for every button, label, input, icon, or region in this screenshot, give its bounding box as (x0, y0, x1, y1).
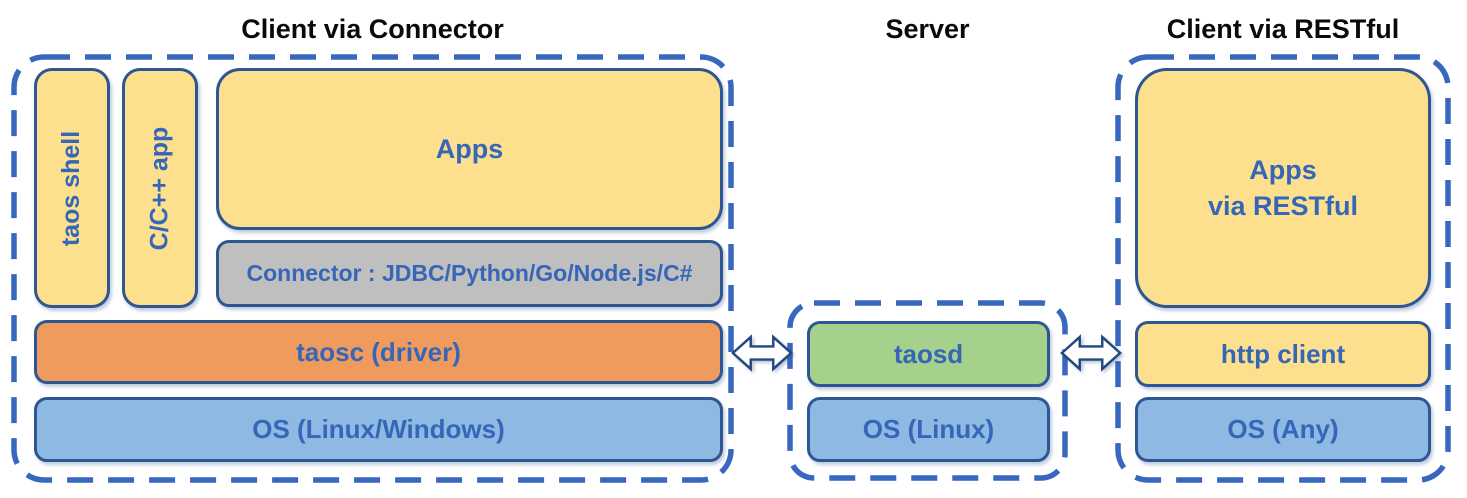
taosd-label: taosd (893, 338, 964, 369)
client-restful-dashed-border (1115, 54, 1451, 483)
double-arrow-icon (1060, 334, 1122, 372)
client-restful-title: Client via RESTful (1166, 14, 1400, 44)
os-linux-windows-box: OS (Linux/Windows) (34, 397, 723, 462)
apps-box: Apps (216, 68, 723, 230)
os-any-label: OS (Any) (1227, 414, 1339, 444)
taosc-driver-label: taosc (driver) (296, 336, 461, 367)
taos-shell-label: taos shell (57, 130, 86, 246)
os-linux-label: OS (Linux) (862, 414, 995, 444)
taos-shell-box: taos shell (34, 68, 110, 308)
os-linux-windows-label: OS (Linux/Windows) (252, 414, 505, 444)
double-arrow-icon (731, 334, 793, 372)
client-connector-title: Client via Connector (241, 14, 504, 44)
cpp-app-box: C/C++ app (122, 68, 198, 308)
taosc-driver-box: taosc (driver) (34, 320, 723, 384)
http-client-box: http client (1135, 321, 1431, 387)
server-dashed-border (787, 300, 1068, 481)
apps-label: Apps (435, 133, 504, 164)
http-client-label: http client (1220, 338, 1346, 369)
cpp-app-label: C/C++ app (145, 126, 174, 250)
client-connector-dashed-border (11, 54, 734, 483)
apps-via-restful-label: Apps via RESTful (1207, 154, 1359, 221)
os-linux-box: OS (Linux) (807, 397, 1050, 462)
taosd-box: taosd (807, 321, 1050, 387)
apps-via-restful-box: Apps via RESTful (1135, 68, 1431, 308)
os-any-box: OS (Any) (1135, 397, 1431, 462)
server-title: Server (885, 14, 970, 44)
connector-label: Connector : JDBC/Python/Go/Node.js/C# (246, 260, 693, 286)
connector-box: Connector : JDBC/Python/Go/Node.js/C# (216, 240, 723, 307)
